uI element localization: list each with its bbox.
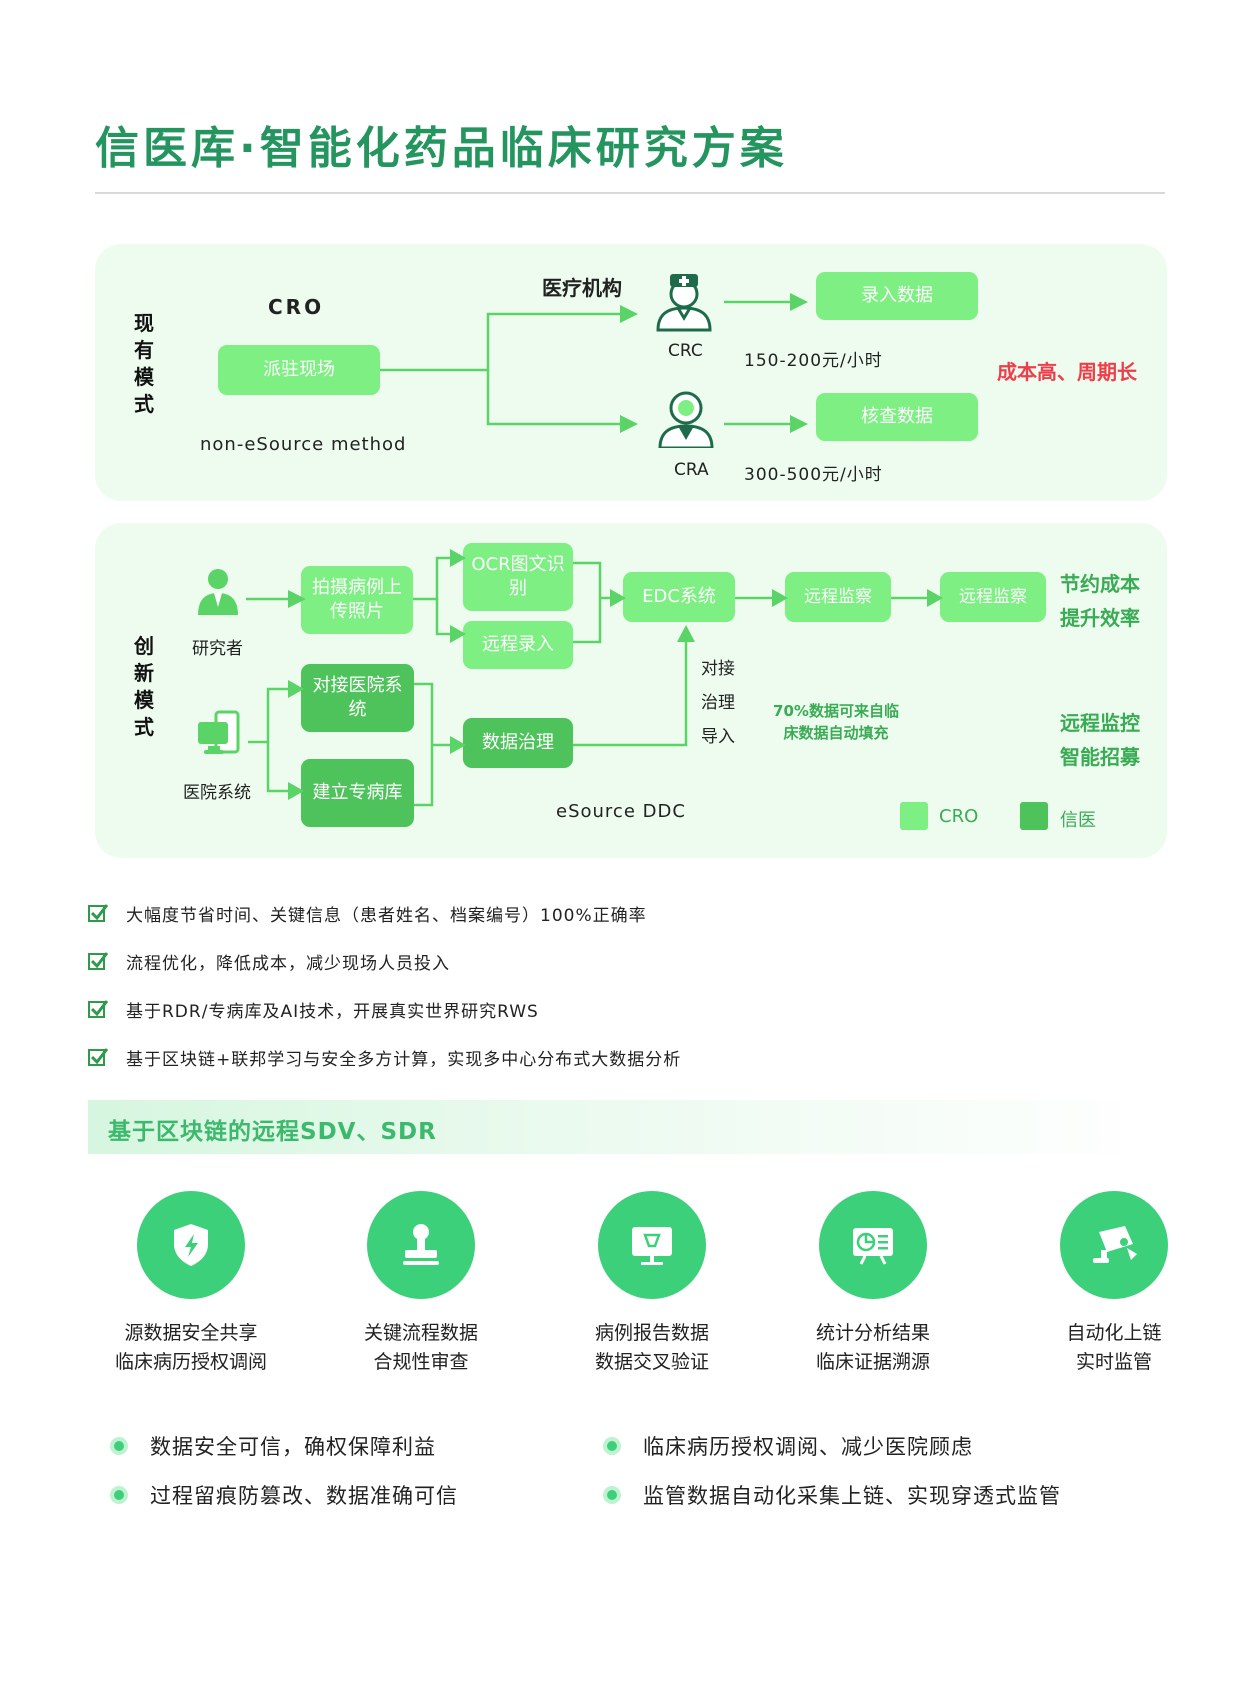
feature-item: 自动化上链 实时监管 [999,1191,1229,1377]
crc-label: CRC [668,341,703,361]
check-text: 大幅度节省时间、关键信息（患者姓名、档案编号）100%正确率 [126,905,647,926]
feature-line-2: 临床病历授权调阅 [114,1351,267,1373]
feature-circle [598,1191,706,1299]
feature-circle [137,1191,245,1299]
feature-line-1: 病例报告数据 [594,1322,709,1344]
bullet-text: 监管数据自动化采集上链、实现穿透式监管 [643,1484,1061,1508]
camera-icon [1093,1226,1137,1263]
cra-doctor-icon [658,391,714,448]
import-label: 对接治理导入 [701,659,735,747]
section-banner [88,1100,1168,1154]
title-divider [95,192,1165,194]
verify-data-box: 核查数据 [816,393,978,441]
feature-item: 关键流程数据 合规性审查 [306,1191,536,1377]
feature-line-1: 自动化上链 [1066,1322,1162,1344]
auto-fill-note: 70%数据可来自临床数据自动填充 [773,702,899,742]
check-item: 基于区块链+联邦学习与安全多方计算，实现多中心分布式大数据分析 [88,1043,681,1071]
section-banner-title: 基于区块链的远程SDV、SDR [108,1119,437,1145]
connect-hospital-box: 对接医院系统 [301,664,414,732]
bullet-dot-icon [603,1437,621,1455]
feature-circle [1060,1191,1168,1299]
hospital-system-label: 医院系统 [183,783,251,803]
legend-label-cro: CRO [939,806,979,827]
price-cra: 300-500元/小时 [744,465,883,485]
check-text: 基于RDR/专病库及AI技术，开展真实世界研究RWS [126,1001,539,1022]
on-site-box: 派驻现场 [218,345,380,395]
bullet-item: 数据安全可信，确权保障利益 [110,1430,436,1462]
feature-line-2: 临床证据溯源 [815,1351,930,1373]
photo-upload-box: 拍摄病例上传照片 [301,566,413,634]
feature-item: 统计分析结果 临床证据溯源 [758,1191,988,1377]
price-crc: 150-200元/小时 [744,351,883,371]
checkbox-icon [88,952,108,970]
remote-monitor-box-1: 远程监察 [785,572,891,622]
cra-label: CRA [674,460,709,480]
non-esource-label: non-eSource method [200,434,407,455]
benefit-save-cost: 节约成本 [1060,572,1140,596]
legend-label-xinyi: 信医 [1060,810,1096,831]
bullet-text: 数据安全可信，确权保障利益 [150,1435,436,1459]
check-text: 基于区块链+联邦学习与安全多方计算，实现多中心分布式大数据分析 [126,1049,682,1070]
check-item: 基于RDR/专病库及AI技术，开展真实世界研究RWS [88,995,539,1023]
bullet-dot-icon [110,1437,128,1455]
bullet-item: 临床病历授权调阅、减少医院顾虑 [603,1430,973,1462]
remote-entry-box: 远程录入 [463,621,573,669]
benefit-efficiency: 提升效率 [1060,606,1140,630]
cro-label: CRO [268,295,325,319]
checkbox-icon [88,1000,108,1018]
legend-swatch-cro [900,802,928,830]
feature-line-2: 数据交叉验证 [594,1351,709,1373]
feature-line-2: 实时监管 [1075,1351,1152,1373]
data-governance-box: 数据治理 [463,718,573,768]
remote-monitor-box-2: 远程监察 [940,572,1046,622]
cost-warning: 成本高、周期长 [997,360,1137,384]
feature-line-1: 统计分析结果 [815,1322,930,1344]
feature-line-1: 源数据安全共享 [124,1322,258,1344]
existing-mode-label: 现有模式 [134,311,154,416]
checkbox-icon [88,904,108,922]
feature-item: 病例报告数据 数据交叉验证 [537,1191,767,1377]
benefit-smart-recruitment: 智能招募 [1060,745,1140,769]
bullet-item: 监管数据自动化采集上链、实现穿透式监管 [603,1479,1061,1511]
bullet-dot-icon [603,1486,621,1504]
page-title: 信医库·智能化药品临床研究方案 [95,123,788,174]
shield-icon [174,1224,208,1266]
bullet-dot-icon [110,1486,128,1504]
crc-nurse-icon [656,274,712,332]
enter-data-box: 录入数据 [816,272,978,320]
bullet-text: 过程留痕防篡改、数据准确可信 [150,1484,458,1508]
checkbox-icon [88,1048,108,1066]
build-disease-db-box: 建立专病库 [301,759,414,827]
hospital-system-icon [198,710,240,754]
medical-institution-label: 医疗机构 [542,276,622,300]
benefit-remote-monitoring: 远程监控 [1060,711,1140,735]
innovative-flow-connectors [246,549,943,807]
innovative-mode-label: 创新模式 [134,634,154,739]
ocr-box: OCR图文识别 [463,543,573,611]
bullet-item: 过程留痕防篡改、数据准确可信 [110,1479,458,1511]
bullet-text: 临床病历授权调阅、减少医院顾虑 [643,1435,973,1459]
monitor-icon [632,1227,672,1265]
edc-system-box: EDC系统 [623,572,735,622]
check-text: 流程优化，降低成本，减少现场人员投入 [126,953,450,974]
researcher-label: 研究者 [192,639,243,659]
feature-item: 源数据安全共享 临床病历授权调阅 [76,1191,306,1377]
legend-swatch-xinyi [1020,802,1048,830]
chart-icon [853,1228,893,1265]
check-item: 大幅度节省时间、关键信息（患者姓名、档案编号）100%正确率 [88,899,647,927]
feature-circle [819,1191,927,1299]
researcher-icon [198,569,238,615]
feature-circle [367,1191,475,1299]
esource-ddc-label: eSource DDC [556,801,686,822]
existing-flow-connectors [380,293,808,433]
check-item: 流程优化，降低成本，减少现场人员投入 [88,947,450,975]
feature-line-1: 关键流程数据 [363,1322,478,1344]
stamp-icon [403,1224,439,1265]
feature-line-2: 合规性审查 [373,1351,469,1373]
